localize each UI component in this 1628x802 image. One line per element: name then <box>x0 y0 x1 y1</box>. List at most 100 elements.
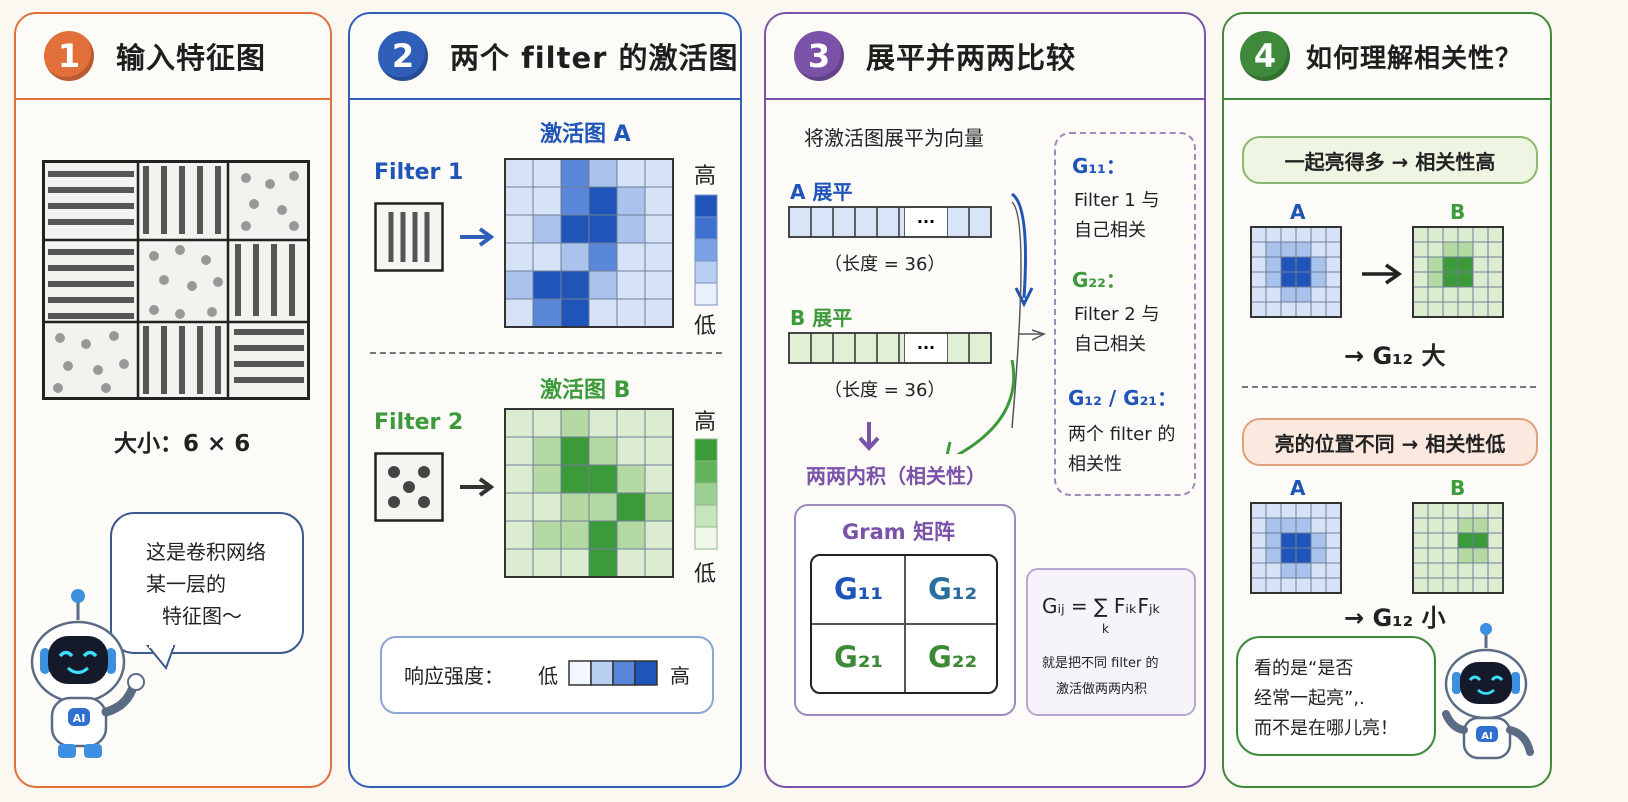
heatmap-cell <box>1442 562 1459 579</box>
heatmap-cell <box>1442 256 1459 273</box>
heatmap-cell <box>504 520 534 550</box>
heatmap-cell <box>1295 226 1312 243</box>
heatmap-cell <box>1472 241 1489 258</box>
heatmap-cell <box>1295 547 1312 564</box>
heatmap-cell <box>1295 286 1312 303</box>
heatmap-cell <box>1457 226 1474 243</box>
heatmap-cell <box>1325 301 1342 318</box>
heatmap-cell <box>1427 577 1444 594</box>
heatmap-cell <box>1325 271 1342 288</box>
case-high-correlation: 一起亮得多 → 相关性高 <box>1242 136 1538 184</box>
tile-horizontal-lines-2 <box>48 249 134 319</box>
heatmap-cell <box>644 492 674 522</box>
tile-vertical-lines <box>143 166 221 234</box>
arrow-right-icon <box>460 227 494 247</box>
heatmap-cell <box>588 464 618 494</box>
legend-gradient <box>568 660 658 686</box>
heatmap-cell <box>1487 271 1504 288</box>
formula-note: 激活做两两内积 <box>1056 682 1148 697</box>
robot-badge: AI <box>73 712 86 725</box>
texture-feature-map <box>42 160 310 400</box>
arrow-right-icon <box>1362 263 1403 285</box>
heatmap-cell <box>1250 271 1267 288</box>
response-legend: 响应强度： 低 高 <box>380 636 714 714</box>
heatmap-cell <box>1325 577 1342 594</box>
mini-map-a-low <box>1250 502 1342 594</box>
filter1-label: Filter 1 <box>374 160 464 185</box>
heatmap-cell <box>1310 286 1327 303</box>
heatmap-cell <box>588 298 618 328</box>
filter2-kernel <box>374 452 444 522</box>
heatmap-cell <box>1280 226 1297 243</box>
bubble-line: 特征图～ <box>162 604 242 628</box>
gram-matrix: G₁₁ G₁₂ G₂₁ G₂₂ <box>810 554 998 694</box>
heatmap-cell <box>1427 532 1444 549</box>
heatmap-cell <box>1280 577 1297 594</box>
heatmap-cell <box>1412 286 1429 303</box>
heatmap-cell <box>1412 241 1429 258</box>
heatmap-cell <box>1250 577 1267 594</box>
heatmap-cell <box>1412 547 1429 564</box>
bubble-line: 看的是“是否 <box>1254 658 1354 679</box>
heatmap-cell <box>1265 256 1282 273</box>
heatmap-cell <box>1472 532 1489 549</box>
heatmap-cell <box>1457 502 1474 519</box>
a-flatten-label: A 展平 <box>790 180 853 204</box>
panel-header: 4 如何理解相关性？ <box>1224 14 1550 100</box>
heatmap-cell <box>1265 241 1282 258</box>
vector-ellipsis: ··· <box>917 212 935 231</box>
legend-high: 高 <box>670 664 690 688</box>
heatmap-cell <box>1325 226 1342 243</box>
heatmap-cell <box>1442 286 1459 303</box>
heatmap-cell <box>1325 241 1342 258</box>
heatmap-cell <box>1295 256 1312 273</box>
heatmap-cell <box>1310 502 1327 519</box>
heatmap-cell <box>588 548 618 578</box>
legend-label: 响应强度： <box>404 664 504 688</box>
scale-high-label: 高 <box>694 410 717 435</box>
vector-b-length: （长度 = 36） <box>824 380 946 401</box>
filter2-label: Filter 2 <box>374 410 464 435</box>
heatmap-cell <box>504 464 534 494</box>
gram-matrix-card: Gram 矩阵 G₁₁ G₁₂ G₂₁ G₂₂ <box>794 504 1016 716</box>
heatmap-cell <box>1280 502 1297 519</box>
heatmap-cell <box>560 242 590 272</box>
vector-a-length: （长度 = 36） <box>824 254 946 275</box>
heatmap-cell <box>1427 562 1444 579</box>
heatmap-border <box>1250 502 1342 594</box>
gram-cell-g22: G₂₂ <box>928 640 978 674</box>
heatmap-cell <box>1472 577 1489 594</box>
heatmap-cell <box>504 214 534 244</box>
heatmap-cell <box>504 298 534 328</box>
heatmap-cell <box>1412 517 1429 534</box>
heatmap-cell <box>1295 562 1312 579</box>
heatmap-cell <box>644 186 674 216</box>
heatmap-cell <box>560 298 590 328</box>
tile-vertical-lines-3 <box>143 326 221 394</box>
scale-low-label: 低 <box>694 314 717 339</box>
activation-map-b-grid <box>504 408 674 578</box>
heatmap-cell <box>644 298 674 328</box>
heatmap-cell <box>560 158 590 188</box>
heatmap-cell <box>532 186 562 216</box>
heatmap-cell <box>1442 301 1459 318</box>
heatmap-cell <box>1472 502 1489 519</box>
heatmap-cell <box>560 214 590 244</box>
heatmap-cell <box>504 436 534 466</box>
formula-subscript: k <box>1102 622 1109 636</box>
panel-title: 如何理解相关性？ <box>1306 43 1523 74</box>
heatmap-cell <box>532 464 562 494</box>
heatmap-cell <box>588 158 618 188</box>
robot-mascot: AI <box>30 589 145 758</box>
heatmap-cell <box>1280 547 1297 564</box>
heatmap-cell <box>1280 517 1297 534</box>
activation-map-b-title: 激活图 B <box>540 378 631 403</box>
map-a-label: A <box>1290 200 1306 224</box>
heatmap-cell <box>504 408 534 438</box>
result-g12-small: → G₁₂ 小 <box>1344 604 1446 632</box>
heatmap-cell <box>532 298 562 328</box>
heatmap-cell <box>1457 577 1474 594</box>
heatmap-cell <box>504 242 534 272</box>
tile-dots <box>241 171 299 231</box>
heatmap-cell <box>644 520 674 550</box>
